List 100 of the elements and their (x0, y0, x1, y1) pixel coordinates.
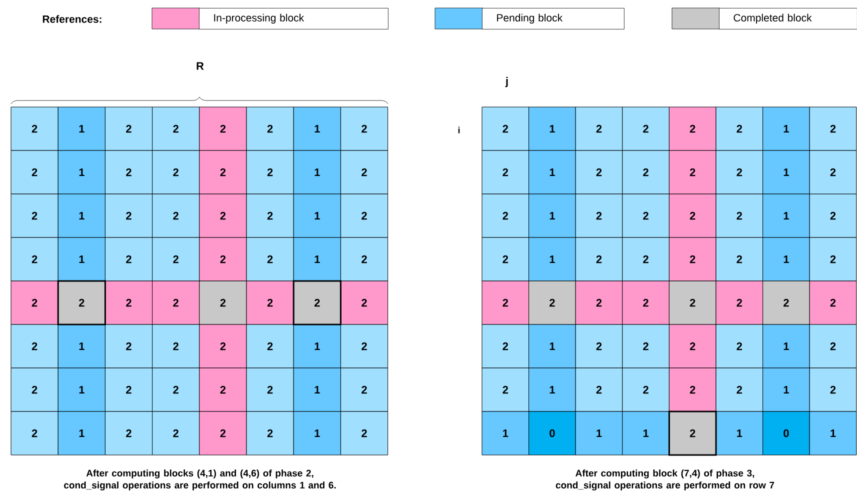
grid-cell: 2 (152, 194, 200, 238)
grid-cell: 2 (622, 150, 670, 194)
grid-cell: 2 (482, 106, 530, 151)
grid-cell: 2 (340, 368, 388, 412)
grid-cell: 2 (668, 410, 717, 456)
axis-label: i (458, 126, 460, 134)
grid-cell: 2 (10, 237, 58, 282)
grid-cell: 2 (622, 368, 670, 412)
grid-cell: 1 (809, 411, 857, 456)
grid-cell: 1 (293, 150, 341, 194)
grid-cell: 2 (668, 368, 716, 412)
grid-cell: 1 (293, 368, 341, 412)
grid-cell: 2 (482, 280, 530, 325)
grid-cell: 2 (292, 280, 342, 326)
grid-cell: 2 (104, 106, 153, 151)
grid-cell: 2 (575, 237, 623, 282)
grid-cell: 2 (809, 280, 857, 325)
grid-cell: 2 (104, 280, 153, 325)
grid-cell: 2 (809, 150, 857, 194)
grid-cell: 2 (199, 150, 247, 194)
grid-cell: 1 (762, 237, 810, 282)
grid-cell: 2 (622, 324, 670, 368)
grid-cell: 0 (528, 411, 576, 456)
grid-cell: 2 (246, 411, 294, 456)
grid-cell: 2 (668, 150, 716, 194)
grid-cell: 1 (716, 411, 764, 456)
grid-cell: 2 (762, 280, 810, 325)
grid-cell: 2 (10, 194, 58, 238)
grid-cell: 2 (10, 411, 58, 456)
caption-text: After computing block (7,4) of phase 3, cond_signal operations are performed on row 7 (556, 470, 774, 490)
grid-cell: 2 (528, 280, 576, 325)
grid-cell: 2 (340, 106, 388, 151)
grid-cell: 1 (482, 411, 530, 456)
grid-cell: 2 (340, 237, 388, 282)
grid-cell: 2 (152, 324, 200, 368)
grid-cell: 2 (809, 106, 857, 151)
grid-cell: 2 (716, 368, 764, 412)
grid-cell: 1 (293, 411, 341, 456)
grid-cell: 1 (58, 237, 106, 282)
grid-cell: 2 (668, 324, 716, 368)
grid-cell: 2 (104, 324, 153, 368)
grid-cell: 1 (58, 324, 106, 368)
grid-cell: 2 (809, 194, 857, 238)
grid-cell: 2 (104, 411, 153, 456)
grid-cell: 2 (246, 106, 294, 151)
heading-label: References: (42, 15, 102, 23)
grid-cell: 2 (809, 324, 857, 368)
grid-cell: 2 (199, 194, 247, 238)
grid-cell: 1 (293, 106, 341, 151)
caption-text: After computing blocks (4,1) and (4,6) of phase 2, cond_signal operations are performed on columns 1 and 6. (64, 470, 336, 490)
grid-cell: 1 (528, 150, 576, 194)
grid-cell: 2 (246, 237, 294, 282)
grid-cell: 1 (762, 150, 810, 194)
grid-cell: 2 (482, 368, 530, 412)
grid-cell: 1 (293, 324, 341, 368)
grid-cell: 1 (293, 194, 341, 238)
grid-cell: 1 (528, 324, 576, 368)
grid-cell: 1 (762, 324, 810, 368)
grid-cell: 2 (482, 194, 530, 238)
grid-cell: 2 (482, 324, 530, 368)
grid-cell: 2 (246, 150, 294, 194)
grid-cell: 2 (246, 368, 294, 412)
grid-cell: 2 (575, 106, 623, 151)
grid-cell: 2 (668, 280, 716, 325)
grid-cell: 2 (622, 237, 670, 282)
grid-cell: 2 (575, 194, 623, 238)
grid-cell: 1 (528, 368, 576, 412)
grid-cell: 1 (762, 106, 810, 151)
grid-cell: 2 (152, 280, 200, 325)
grid-cell: 2 (199, 411, 247, 456)
grid-cell: 2 (246, 194, 294, 238)
grid-cell: 2 (340, 280, 388, 325)
grid-cell: 1 (575, 411, 623, 456)
grid-cell: 1 (293, 237, 341, 282)
grid-cell: 0 (762, 411, 810, 456)
grid-cell: 2 (575, 280, 623, 325)
grid-cell: 2 (104, 237, 153, 282)
grid-cell: 1 (622, 411, 670, 456)
grid-cell: 2 (340, 194, 388, 238)
grid-cell: 2 (104, 368, 153, 412)
grid-cell: 2 (716, 237, 764, 282)
grid-cell: 1 (58, 106, 106, 151)
grid-cell: 2 (716, 280, 764, 325)
grid-cell: 2 (57, 280, 106, 326)
grid-cell: 2 (10, 368, 58, 412)
grid-cell: 2 (104, 150, 153, 194)
grid-cell: 2 (199, 368, 247, 412)
axis-label: j (505, 76, 508, 88)
grid-cell: 2 (482, 237, 530, 282)
legend-label: Pending block (482, 8, 624, 30)
grid-cell: 2 (716, 194, 764, 238)
grid-cell: 2 (340, 411, 388, 456)
legend-label: In-processing block (199, 8, 388, 30)
grid-cell: 2 (199, 106, 247, 151)
grid-cell: 2 (10, 150, 58, 194)
grid-cell: 1 (762, 368, 810, 412)
grid-cell: 2 (340, 150, 388, 194)
grid-cell: 2 (622, 280, 670, 325)
grid-cell: 2 (809, 368, 857, 412)
grid-cell: 1 (58, 150, 106, 194)
